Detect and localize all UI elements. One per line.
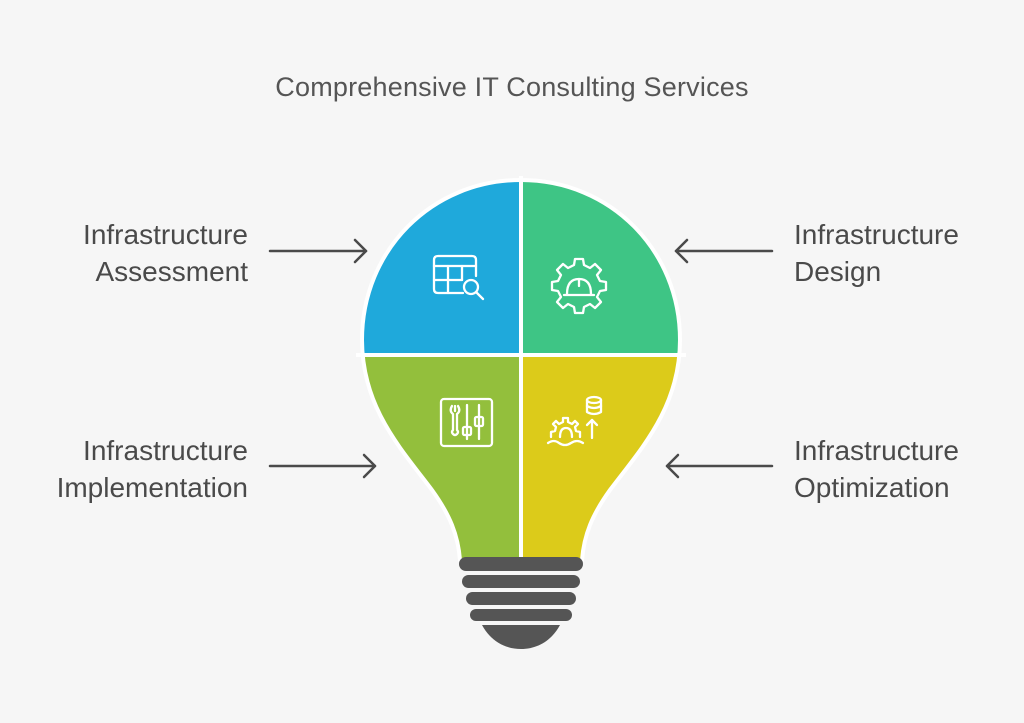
label-implementation-line1: Infrastructure <box>83 435 248 466</box>
table-search-icon <box>432 254 485 301</box>
label-assessment-line2: Assessment <box>95 256 249 287</box>
label-design-line2: Design <box>794 256 882 287</box>
base-ring-1 <box>459 557 583 571</box>
gear-database-arrow-icon <box>546 395 603 447</box>
gear-hardhat-icon <box>550 257 608 315</box>
arrow-optimization <box>665 453 774 479</box>
label-infrastructure-assessment: Infrastructure Assessment <box>83 216 248 290</box>
label-infrastructure-design: Infrastructure Design <box>794 216 959 290</box>
label-infrastructure-implementation: Infrastructure Implementation <box>57 432 248 506</box>
arrow-assessment <box>268 238 368 264</box>
label-implementation-line2: Implementation <box>56 472 248 503</box>
base-ring-3 <box>466 592 576 605</box>
label-assessment-line1: Infrastructure <box>83 219 248 250</box>
label-design-line1: Infrastructure <box>794 219 959 250</box>
base-tip <box>482 625 560 649</box>
label-optimization-line2: Optimization <box>794 472 950 503</box>
arrow-design <box>674 238 774 264</box>
diagram-title: Comprehensive IT Consulting Services <box>275 72 749 102</box>
base-ring-2 <box>462 575 580 588</box>
label-optimization-line1: Infrastructure <box>794 435 959 466</box>
bulb-base <box>459 557 583 649</box>
base-ring-4 <box>470 609 572 621</box>
label-infrastructure-optimization: Infrastructure Optimization <box>794 432 959 506</box>
tools-sliders-icon <box>439 397 494 448</box>
arrow-implementation <box>268 453 377 479</box>
